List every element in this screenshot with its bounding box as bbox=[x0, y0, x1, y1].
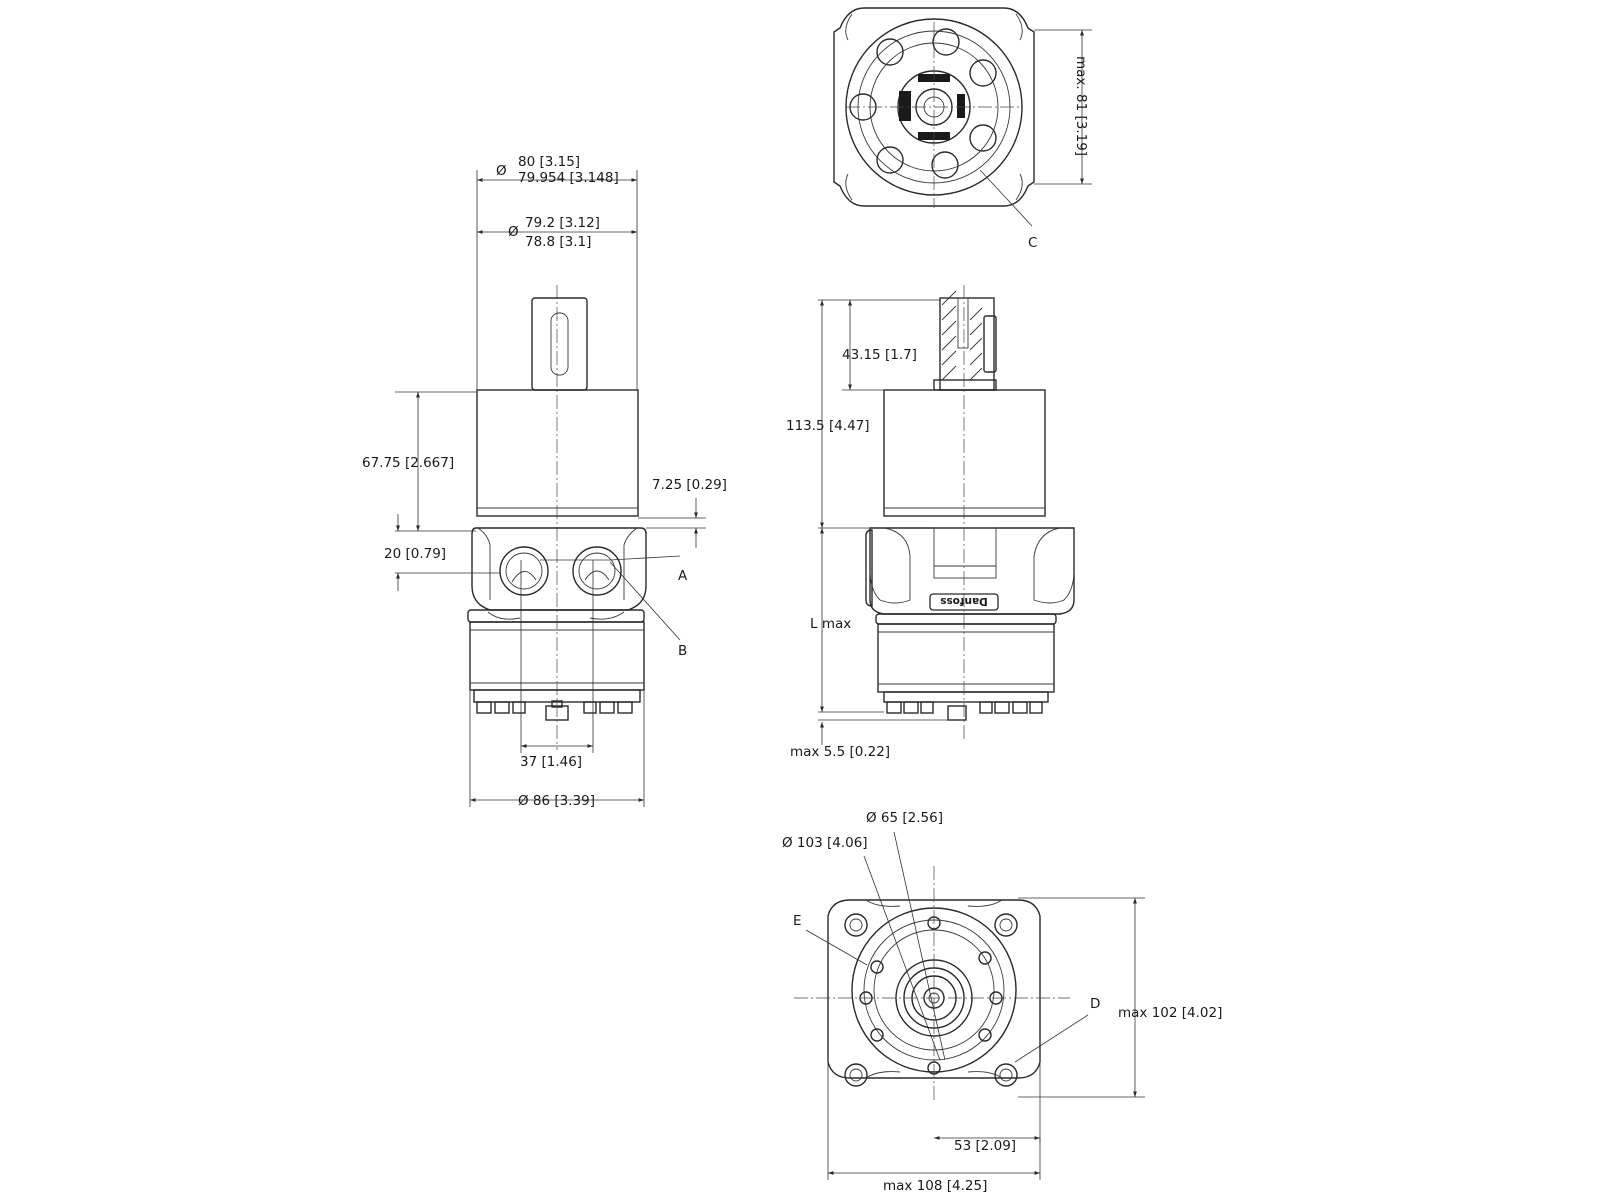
label-e: E bbox=[793, 913, 802, 929]
dim-67-75-label: 67.75 [2.667] bbox=[362, 455, 454, 471]
dim-37-label: 37 [1.46] bbox=[520, 754, 582, 770]
dia79-upper-label: 79.2 [3.12] bbox=[525, 215, 600, 231]
dim-86-label: Ø 86 [3.39] bbox=[518, 793, 595, 809]
dim-103-label: Ø 103 [4.06] bbox=[782, 835, 868, 851]
top-view bbox=[833, 7, 1092, 227]
dim-108-label: max 108 [4.25] bbox=[883, 1178, 987, 1194]
port-a-label: A bbox=[678, 568, 688, 584]
dim-81-label: max. 81 [3.19] bbox=[1073, 56, 1089, 156]
dia80-upper-label: 80 [3.15] bbox=[518, 154, 580, 170]
dia79-symbol: Ø bbox=[508, 224, 519, 240]
dia79-lower-label: 78.8 [3.1] bbox=[525, 234, 591, 250]
side-view-right: Danfoss bbox=[818, 285, 1075, 745]
dim-65-label: Ø 65 [2.56] bbox=[866, 810, 943, 826]
dim-5-5-label: max 5.5 [0.22] bbox=[790, 744, 890, 760]
l-max-label: L max bbox=[810, 616, 851, 632]
dim-102-label: max 102 [4.02] bbox=[1118, 1005, 1222, 1021]
dim-113-5-label: 113.5 [4.47] bbox=[786, 418, 870, 434]
port-b-label: B bbox=[678, 643, 687, 659]
dim-7-25-label: 7.25 [0.29] bbox=[652, 477, 727, 493]
dim-43-15-label: 43.15 [1.7] bbox=[842, 347, 917, 363]
dim-53-label: 53 [2.09] bbox=[954, 1138, 1016, 1154]
dim-20-label: 20 [0.79] bbox=[384, 546, 446, 562]
bottom-view bbox=[794, 831, 1145, 1180]
label-d: D bbox=[1090, 996, 1100, 1012]
label-c: C bbox=[1028, 235, 1037, 251]
dia80-lower-label: 79.954 [3.148] bbox=[518, 170, 619, 186]
dia80-symbol: Ø bbox=[496, 163, 507, 179]
side-view-left bbox=[395, 170, 706, 807]
